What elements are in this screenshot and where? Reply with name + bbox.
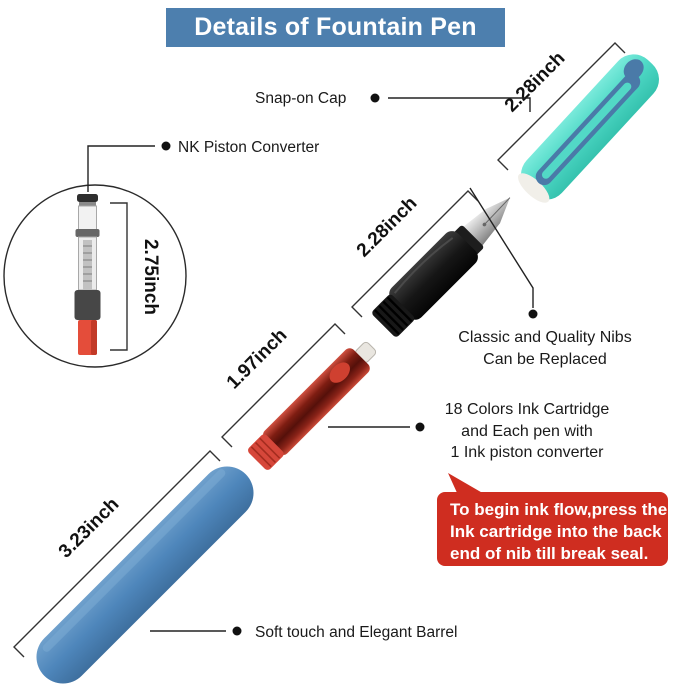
converter-measure-label: 2.75inch: [140, 239, 161, 315]
snap-on-cap-leader-line: [388, 97, 531, 112]
snap-on-cap-bullet: [370, 93, 380, 103]
cartridge-desc-line2: and Each pen with: [461, 423, 593, 440]
snap-on-cap-label: Snap-on Cap: [255, 90, 346, 107]
nibs-bullet: [528, 309, 538, 319]
barrel-bullet: [232, 626, 242, 636]
note-line3: end of nib till break seal.: [450, 544, 648, 563]
nibs-leader-line: [469, 187, 534, 308]
cap-measure-label: 2.28inch: [501, 48, 570, 117]
cap-illustration: [518, 54, 659, 203]
nk-converter-leader-line: [87, 145, 155, 192]
nibs-desc-line1: Classic and Quality Nibs: [458, 329, 631, 346]
cartridge-desc-line1: 18 Colors Ink Cartridge: [445, 401, 610, 418]
converter-illustration: [74, 194, 101, 355]
barrel-measure-label: 3.23inch: [55, 494, 124, 563]
note-line2: Ink cartridge into the back: [450, 522, 662, 541]
cap-measure-bracket: [497, 42, 626, 171]
cartridge-bullet: [415, 422, 425, 432]
note-bubble-tail: [448, 473, 486, 495]
nib-section-illustration: [372, 197, 511, 337]
note-bubble: To begin ink flow,press the Ink cartridg…: [437, 473, 668, 566]
page-title: Details of Fountain Pen: [166, 8, 505, 47]
nib-measure-label: 2.28inch: [353, 193, 422, 262]
ink-cartridge-illustration: [248, 341, 377, 470]
nk-converter-bullet: [161, 141, 171, 151]
barrel-label: Soft touch and Elegant Barrel: [255, 624, 458, 641]
cartridge-measure-label: 1.97inch: [223, 325, 292, 394]
barrel-illustration: [36, 466, 254, 684]
nk-converter-label: NK Piston Converter: [178, 139, 319, 156]
nibs-desc-line2: Can be Replaced: [483, 351, 607, 368]
nib-measure-bracket: [351, 190, 479, 318]
converter-inset: 2.75inch: [3, 184, 187, 368]
converter-measure-bracket: [110, 202, 128, 351]
cartridge-desc-line3: 1 Ink piston converter: [451, 444, 605, 461]
note-line1: To begin ink flow,press the: [450, 500, 667, 519]
barrel-measure-bracket: [13, 450, 221, 658]
cartridge-measure-bracket: [221, 323, 346, 448]
